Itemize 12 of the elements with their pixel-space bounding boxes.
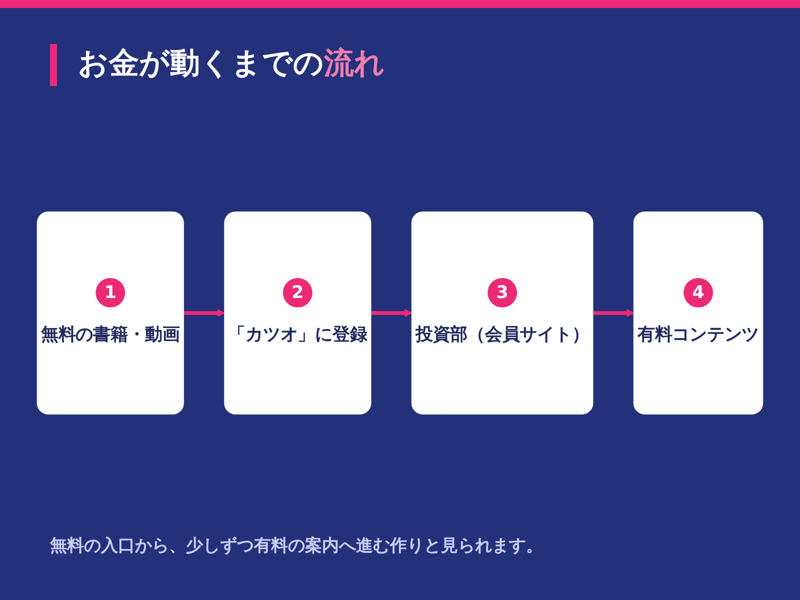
step-title: 有料コンテンツ <box>638 324 760 344</box>
caption: 無料の入口から、少しずつ有料の案内へ進む作りと見られます。 <box>50 535 543 558</box>
step-number: 3 <box>488 278 518 308</box>
step-title: 無料の書籍・動画 <box>40 324 180 344</box>
arrow <box>183 308 225 318</box>
diagram-title: お金が動くまでの流れ <box>78 45 385 83</box>
arrow <box>592 308 634 318</box>
arrow <box>370 308 412 318</box>
step-title: 「カツオ」に登録 <box>228 324 368 344</box>
step-number: 2 <box>282 278 312 308</box>
step-number: 1 <box>96 278 126 308</box>
step-number: 4 <box>684 278 713 308</box>
